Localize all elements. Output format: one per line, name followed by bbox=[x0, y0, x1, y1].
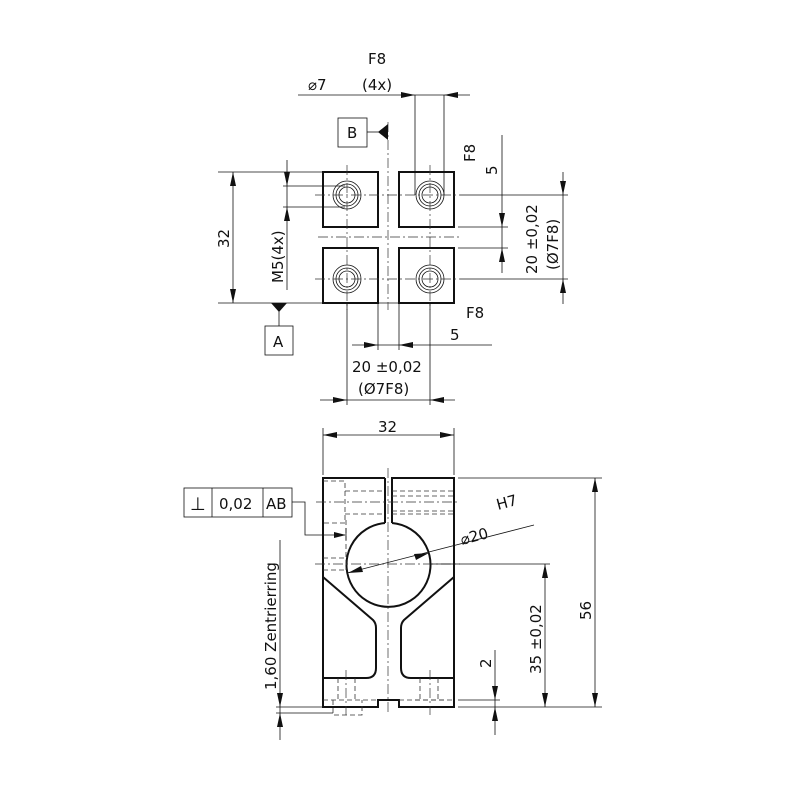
bottom-spacing-label: 20 ±0,02 bbox=[352, 358, 422, 376]
hole-tolerance-label: F8 bbox=[368, 50, 386, 68]
dim-height-56: 56 bbox=[458, 477, 602, 708]
dim-bore-diameter: ⌀20 H7 bbox=[346, 491, 535, 574]
dim-hole-diameter: ⌀7 (4x) F8 bbox=[298, 50, 470, 195]
block-bottom-right bbox=[398, 247, 455, 304]
dim-thread: M5(4x) bbox=[269, 160, 345, 290]
centering-ring-label: 1,60 Zentrierring bbox=[262, 562, 280, 690]
front-width-label: 32 bbox=[378, 418, 397, 436]
datum-b: B bbox=[337, 117, 388, 148]
front-center-lines bbox=[315, 468, 460, 715]
top-view: ⌀7 (4x) F8 B 32 M5(4x) bbox=[215, 50, 568, 405]
front-view: 32 56 35 ±0,02 2 bbox=[183, 418, 602, 740]
hidden-lines bbox=[323, 480, 454, 716]
dim-centering-ring: 1,60 Zentrierring bbox=[262, 540, 333, 740]
feature-control-frame: ⊥ 0,02 AB bbox=[183, 487, 347, 540]
perpendicularity-symbol: ⊥ bbox=[190, 494, 206, 515]
dim-bottom-gap: 5 F8 bbox=[352, 303, 492, 350]
bottom-spacing-sub: (Ø7F8) bbox=[358, 380, 409, 398]
datum-a: A bbox=[264, 303, 294, 356]
dim-width-32: 32 bbox=[215, 171, 323, 304]
height-label: 56 bbox=[577, 601, 595, 620]
fcf-datums: AB bbox=[266, 495, 287, 513]
thread-label: M5(4x) bbox=[269, 230, 287, 283]
right-fit-label: F8 bbox=[461, 144, 479, 162]
dim-center-height: 35 ±0,02 bbox=[430, 563, 550, 707]
hole-diameter-label: ⌀7 bbox=[308, 76, 327, 94]
bore-fit-label: H7 bbox=[494, 491, 519, 514]
dim-front-width: 32 bbox=[322, 418, 455, 475]
recess-depth-label: 2 bbox=[477, 658, 495, 668]
center-height-label: 35 ±0,02 bbox=[527, 604, 545, 674]
dim-bottom-spacing: 20 ±0,02 (Ø7F8) bbox=[320, 303, 455, 405]
block-top-left bbox=[322, 171, 379, 228]
datum-a-label: A bbox=[273, 333, 284, 351]
right-gap-label: 5 bbox=[483, 165, 501, 175]
hole-count-label: (4x) bbox=[362, 76, 392, 94]
fcf-tolerance: 0,02 bbox=[219, 495, 252, 513]
right-spacing-label: 20 ±0,02 bbox=[523, 204, 541, 274]
block-top-right bbox=[398, 171, 455, 228]
dim-right-gap: 5 F8 bbox=[458, 135, 508, 273]
dim-right-spacing: 20 ±0,02 (Ø7F8) bbox=[460, 172, 568, 304]
width-dim-label: 32 bbox=[215, 229, 233, 248]
center-lines bbox=[315, 122, 460, 310]
bottom-fit-label: F8 bbox=[466, 304, 484, 322]
block-bottom-left bbox=[322, 247, 379, 304]
clamp-body-outline bbox=[322, 477, 455, 708]
bore-diameter-label: ⌀20 bbox=[458, 524, 490, 549]
bottom-gap-label: 5 bbox=[450, 326, 460, 344]
dim-recess-depth: 2 bbox=[458, 650, 500, 735]
right-spacing-sub: (Ø7F8) bbox=[544, 219, 562, 270]
datum-b-label: B bbox=[347, 124, 357, 142]
